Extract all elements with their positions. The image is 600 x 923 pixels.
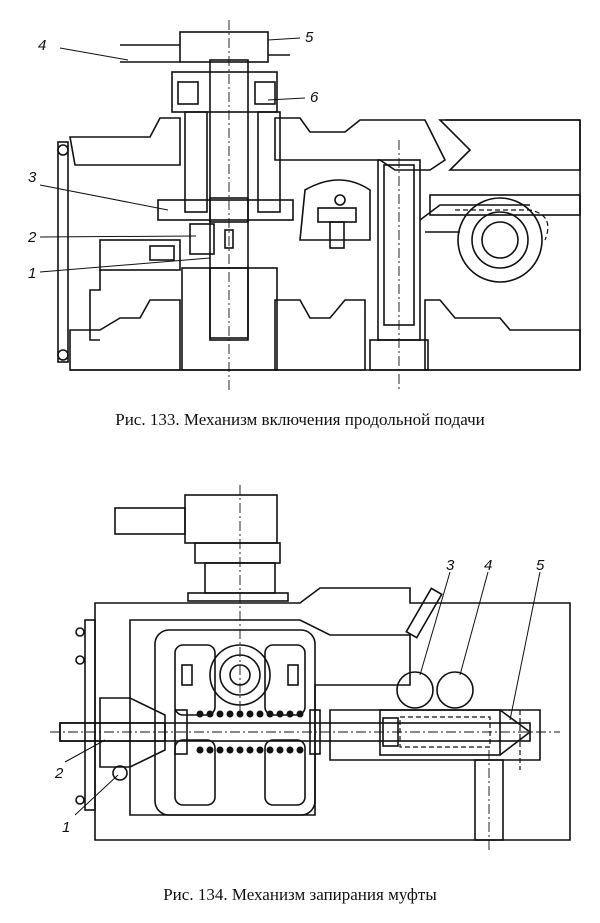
- worm-wheel: [457, 197, 543, 283]
- svg-text:5: 5: [536, 557, 545, 574]
- label-2: 2: [27, 229, 197, 246]
- svg-text:6: 6: [310, 89, 319, 106]
- label-1: 1: [62, 774, 119, 836]
- top-lever: [114, 507, 186, 535]
- housing-bottom-wall: [69, 299, 181, 371]
- svg-text:4: 4: [38, 37, 46, 54]
- svg-text:3: 3: [28, 169, 37, 186]
- label-3: 3: [419, 557, 455, 676]
- housing-134: [94, 587, 571, 841]
- left-bushing: [99, 697, 166, 768]
- label-4: 4: [38, 37, 129, 61]
- nut-3: [157, 199, 294, 221]
- svg-text:1: 1: [62, 819, 70, 836]
- figure-134-svg: 3 4 5 2 1: [50, 485, 571, 850]
- label-2: 2: [54, 739, 106, 782]
- housing-top-wall-right: [274, 117, 447, 171]
- housing-top-wall: [69, 117, 181, 166]
- plunger: [379, 709, 501, 756]
- top-gear: [194, 542, 281, 564]
- svg-text:2: 2: [27, 229, 37, 246]
- ball-3: [396, 671, 434, 709]
- top-lever-head: [184, 494, 278, 544]
- figure-133-svg: 4 5 6 3 2 1: [27, 20, 581, 390]
- shaft-top-gear: [179, 31, 269, 63]
- svg-text:2: 2: [54, 765, 64, 782]
- shaft-sleeve-left: [184, 111, 208, 213]
- label-3: 3: [28, 169, 169, 211]
- figure-133-caption: Рис. 133. Механизм включения продольной …: [115, 410, 485, 429]
- svg-text:3: 3: [446, 557, 455, 574]
- key-1-block: [99, 239, 181, 271]
- left-cover-plate: [57, 141, 69, 363]
- figure-133-drawing: 4 5 6 3 2 1: [0, 0, 600, 400]
- svg-text:5: 5: [305, 29, 314, 46]
- label-6: 6: [267, 89, 319, 106]
- shaft-lower-body: [181, 267, 278, 371]
- pin-2: [189, 223, 215, 255]
- svg-text:1: 1: [28, 265, 36, 282]
- label-5: 5: [509, 557, 545, 721]
- central-gear: [209, 644, 271, 706]
- shaft-sleeve-right: [257, 111, 281, 213]
- label-4: 4: [459, 557, 492, 676]
- label-1: 1: [28, 257, 211, 282]
- svg-text:4: 4: [484, 557, 492, 574]
- label-5: 5: [267, 29, 314, 46]
- figure-134-caption: Рис. 134. Механизм запирания муфты: [163, 885, 437, 904]
- spring: [196, 710, 304, 754]
- shaft-bearing-block: [171, 71, 278, 113]
- housing-bottom-wall-mid: [274, 299, 366, 371]
- ball-4: [436, 671, 474, 709]
- left-cover-134: [84, 619, 96, 811]
- figure-134-drawing: 3 4 5 2 1: [0, 470, 600, 870]
- clamp-body: [299, 179, 371, 241]
- housing-right-band: [438, 119, 581, 171]
- housing-bottom-wall-right: [424, 299, 581, 371]
